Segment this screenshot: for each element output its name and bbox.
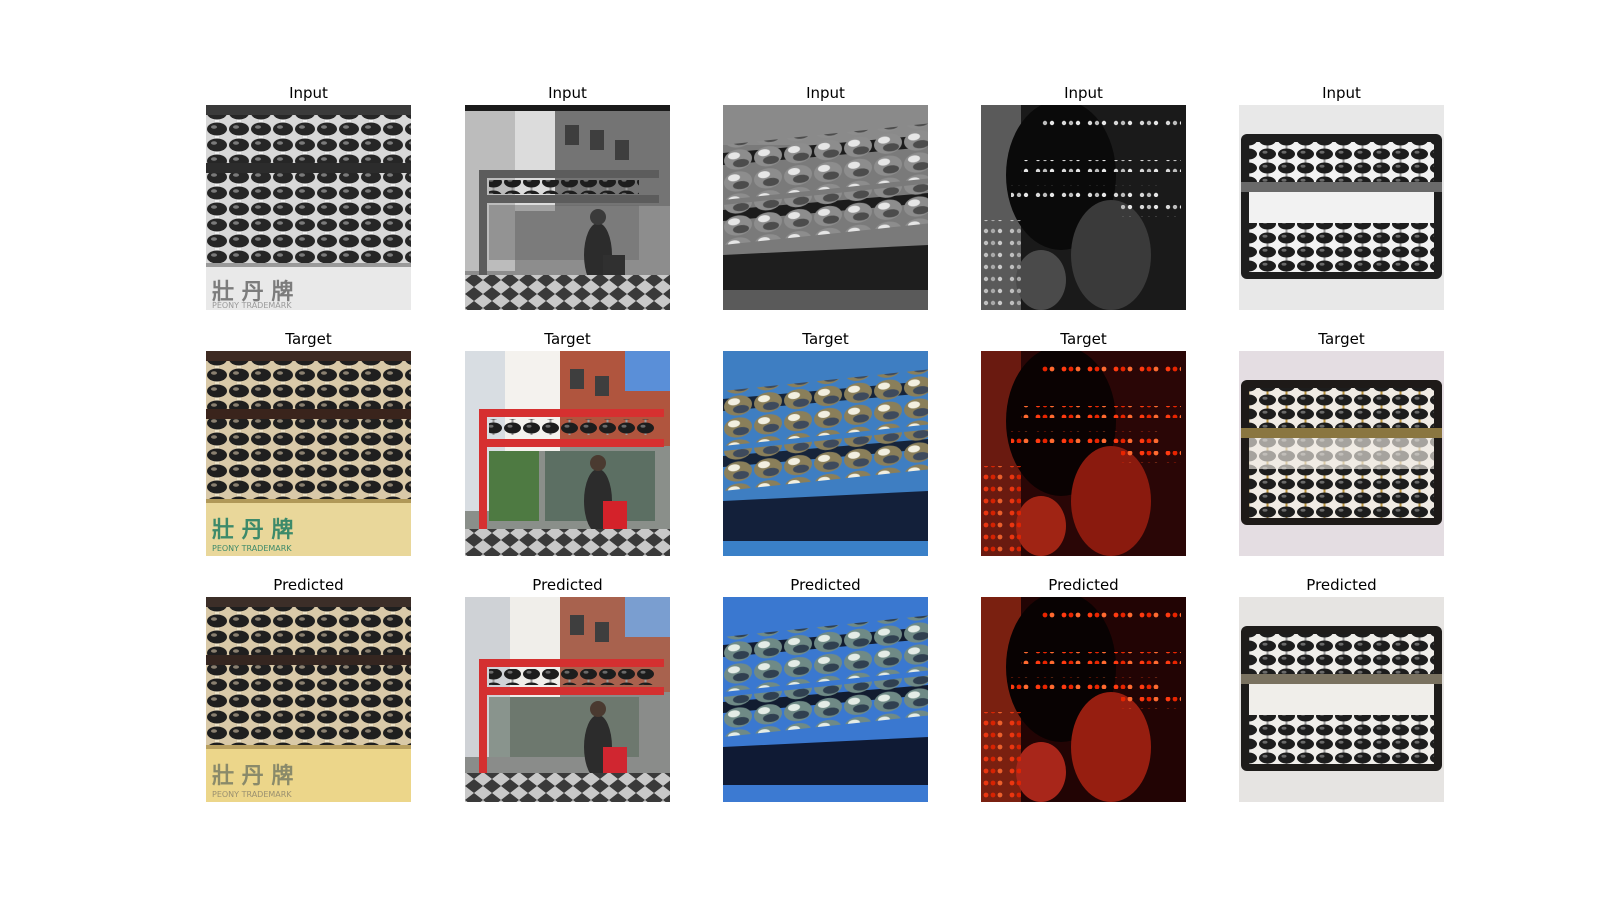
predicted-image-reflection-lights (981, 597, 1186, 802)
panel-title: Target (802, 330, 849, 348)
grid-cell-r2-c2: Predicted (723, 576, 928, 802)
input-image-glass-beads (723, 105, 928, 310)
panel-title: Target (285, 330, 332, 348)
panel-title: Input (1064, 84, 1103, 102)
target-image-glass-beads (723, 351, 928, 556)
target-image-street-abacus (465, 351, 670, 556)
panel-title: Target (1318, 330, 1365, 348)
grid-cell-r0-c3: Input (981, 84, 1186, 310)
predicted-image-street-abacus (465, 597, 670, 802)
panel-title: Predicted (273, 576, 344, 594)
svg-text:壯 丹 牌: 壯 丹 牌 (212, 517, 293, 543)
grid-cell-r1-c4: Target (1239, 330, 1444, 556)
panel-title: Input (289, 84, 328, 102)
input-image-street-abacus (465, 105, 670, 310)
grid-cell-r2-c1: Predicted (465, 576, 670, 802)
panel-title: Target (1060, 330, 1107, 348)
predicted-image-glass-beads (723, 597, 928, 802)
input-image-abacus-frame (1239, 105, 1444, 310)
svg-text:壯 丹 牌: 壯 丹 牌 (212, 763, 293, 789)
panel-title: Input (806, 84, 845, 102)
grid-cell-r1-c0: Target 壯 丹 牌 PEONY TRADEMARK (206, 330, 411, 556)
input-image-abacus-closeup: 壯 丹 牌 PEONY TRADEMARK (206, 105, 411, 310)
svg-text:PEONY TRADEMARK: PEONY TRADEMARK (212, 544, 292, 553)
svg-text:壯 丹 牌: 壯 丹 牌 (212, 279, 293, 305)
grid-cell-r1-c1: Target (465, 330, 670, 556)
grid-cell-r1-c3: Target (981, 330, 1186, 556)
panel-title: Input (548, 84, 587, 102)
panel-title: Predicted (790, 576, 861, 594)
predicted-image-abacus-frame (1239, 597, 1444, 802)
input-image-reflection-lights (981, 105, 1186, 310)
grid-cell-r2-c0: Predicted 壯 丹 牌 PEONY TRADEMARK (206, 576, 411, 802)
grid-cell-r0-c0: Input 壯 丹 牌 PEONY TRADEMARK (206, 84, 411, 310)
panel-title: Target (544, 330, 591, 348)
panel-title: Input (1322, 84, 1361, 102)
grid-cell-r0-c4: Input (1239, 84, 1444, 310)
grid-cell-r1-c2: Target (723, 330, 928, 556)
panel-title: Predicted (532, 576, 603, 594)
grid-cell-r0-c1: Input (465, 84, 670, 310)
target-image-abacus-closeup: 壯 丹 牌 PEONY TRADEMARK (206, 351, 411, 556)
predicted-image-abacus-closeup: 壯 丹 牌 PEONY TRADEMARK (206, 597, 411, 802)
svg-text:PEONY TRADEMARK: PEONY TRADEMARK (212, 790, 292, 799)
grid-cell-r2-c4: Predicted (1239, 576, 1444, 802)
grid-cell-r2-c3: Predicted (981, 576, 1186, 802)
panel-title: Predicted (1048, 576, 1119, 594)
target-image-abacus-frame (1239, 351, 1444, 556)
grid-cell-r0-c2: Input (723, 84, 928, 310)
svg-text:PEONY TRADEMARK: PEONY TRADEMARK (212, 301, 292, 310)
target-image-reflection-lights (981, 351, 1186, 556)
panel-title: Predicted (1306, 576, 1377, 594)
